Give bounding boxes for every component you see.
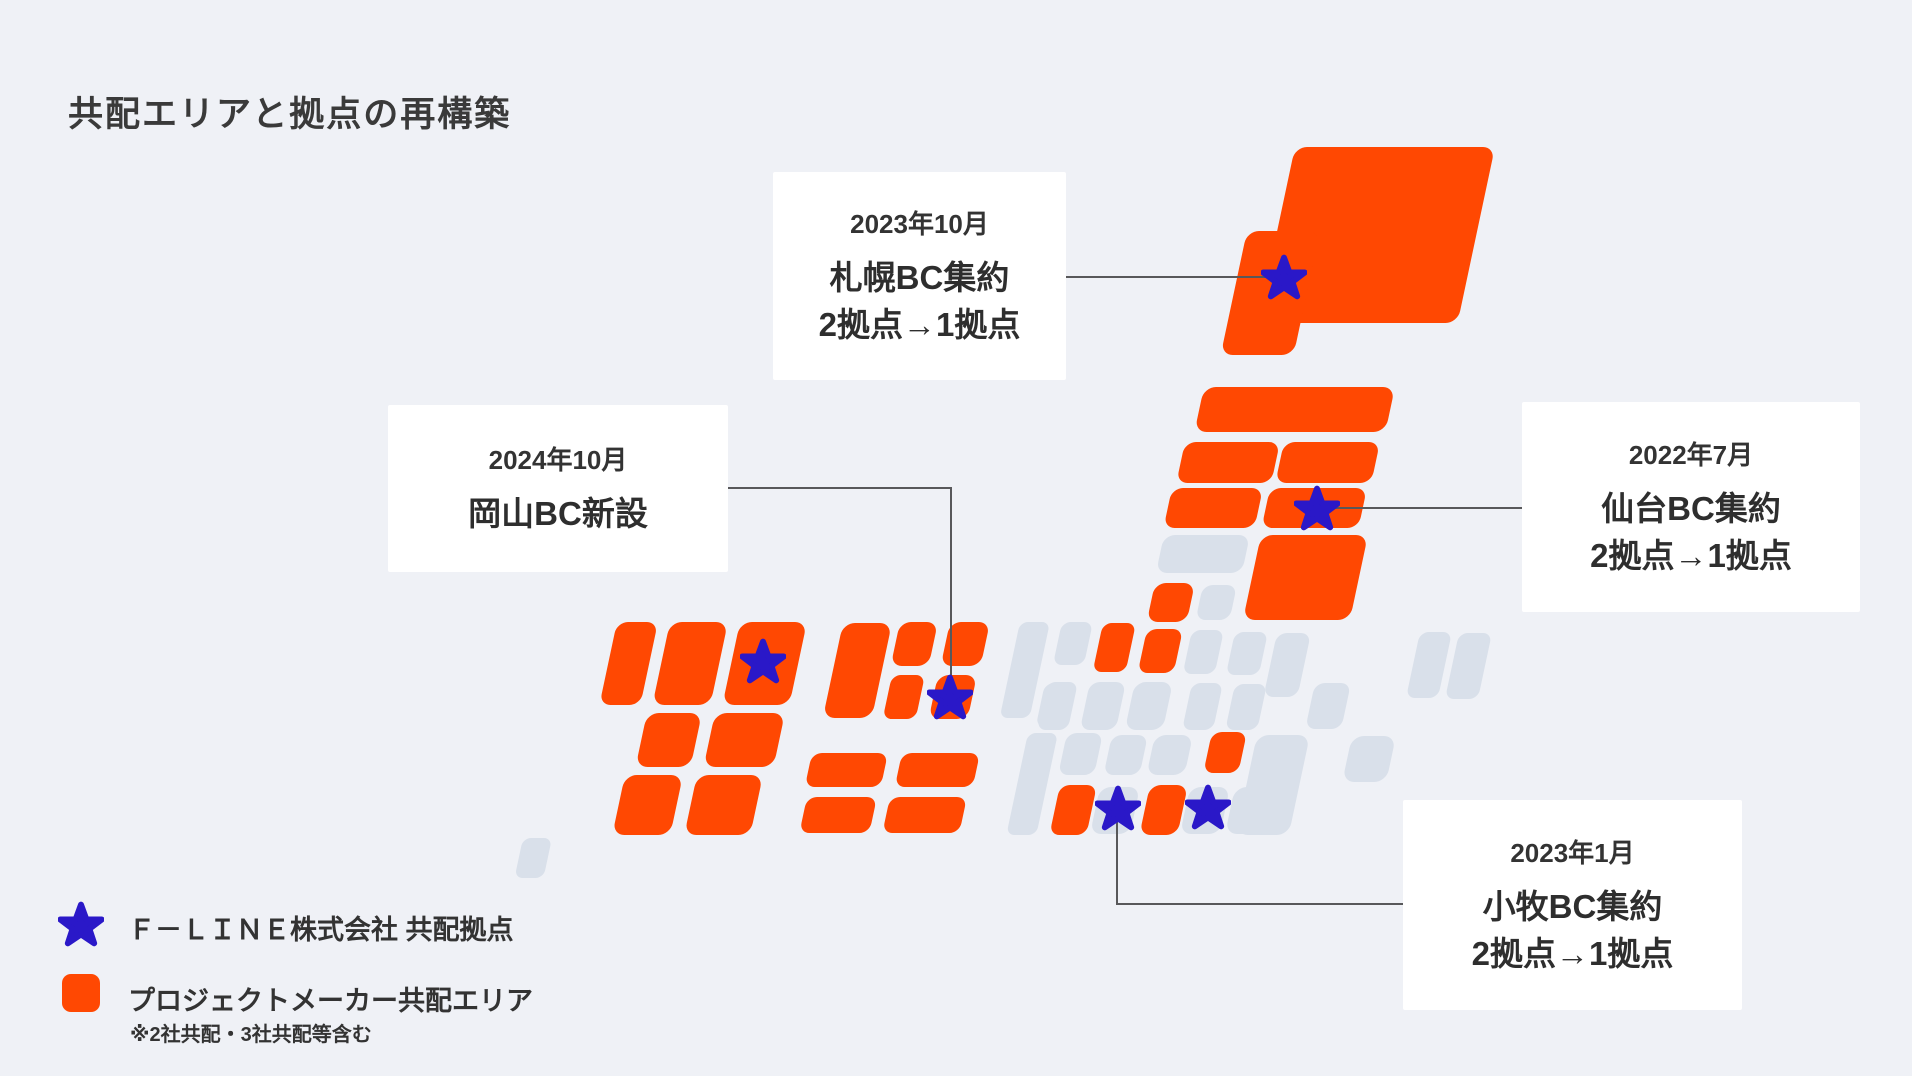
callout-date: 2022年7月 bbox=[1628, 439, 1754, 470]
map-block-gray bbox=[1124, 682, 1173, 730]
map-block-orange bbox=[1137, 629, 1183, 673]
map-block-orange bbox=[1203, 732, 1247, 773]
map-block-orange bbox=[612, 775, 683, 835]
map-block-orange bbox=[635, 713, 702, 767]
legend-area-note: ※2社共配・3社共配等含む bbox=[130, 1024, 372, 1046]
map-block-orange bbox=[1092, 623, 1136, 672]
map-block-gray bbox=[1263, 633, 1311, 697]
legend-star-icon bbox=[57, 901, 105, 952]
map-block-orange bbox=[1275, 442, 1380, 483]
map-block-gray bbox=[1155, 535, 1250, 573]
callout-text: 岡山BC新設 bbox=[468, 494, 648, 532]
map-block-gray bbox=[1103, 735, 1148, 775]
map-block-gray bbox=[1342, 736, 1396, 782]
callout-text: 2拠点→1拠点 bbox=[1471, 934, 1674, 972]
map-block-orange bbox=[652, 622, 728, 705]
map-block-gray bbox=[1225, 684, 1267, 730]
map-block-orange bbox=[1163, 488, 1263, 528]
callout-date: 2023年10月 bbox=[850, 208, 989, 239]
map-block-gray bbox=[1079, 682, 1126, 730]
callout-date: 2023年1月 bbox=[1510, 837, 1635, 868]
map-block-gray bbox=[1182, 683, 1223, 730]
connector-line bbox=[950, 487, 952, 692]
map-block-orange bbox=[703, 713, 785, 767]
map-block-orange bbox=[1194, 387, 1395, 432]
map-block-orange bbox=[1049, 785, 1097, 835]
base-star-icon-sendai bbox=[1294, 485, 1340, 531]
map-block-gray bbox=[1035, 683, 1077, 727]
page-title: 共配エリアと拠点の再構築 bbox=[68, 95, 512, 134]
map-block-gray bbox=[1195, 585, 1237, 620]
map-block-orange bbox=[894, 753, 980, 787]
callout-text: 仙台BC集約 bbox=[1601, 489, 1781, 527]
map-block-gray bbox=[1146, 735, 1193, 775]
map-block-gray bbox=[1182, 630, 1224, 674]
callout-text: 札幌BC集約 bbox=[829, 258, 1010, 296]
map-block-orange bbox=[1242, 535, 1368, 620]
map-block-gray bbox=[1052, 622, 1093, 665]
map-block-orange bbox=[882, 675, 925, 719]
map-block-orange bbox=[804, 753, 888, 787]
map-block-orange bbox=[684, 775, 763, 835]
base-star-icon-komaki-2 bbox=[1185, 784, 1231, 830]
callout-text: 小牧BC集約 bbox=[1482, 887, 1663, 925]
connector-line bbox=[1116, 903, 1405, 905]
connector-line bbox=[728, 487, 952, 489]
base-star-icon-komaki-1 bbox=[1095, 785, 1141, 831]
legend-star-label: Ｆ－ＬＩＮＥ株式会社 共配拠点 bbox=[128, 915, 514, 945]
map-block-orange bbox=[822, 623, 892, 718]
base-star-icon-kyushu bbox=[740, 638, 786, 684]
base-star-icon-sapporo bbox=[1261, 254, 1307, 300]
map-block-gray bbox=[514, 838, 552, 878]
map-block-orange bbox=[599, 622, 658, 705]
base-star-icon-okayama bbox=[927, 674, 973, 720]
connector-line bbox=[1320, 507, 1522, 509]
connector-line bbox=[1116, 813, 1118, 904]
callout-date: 2024年10月 bbox=[488, 444, 628, 475]
map-block-gray bbox=[1225, 632, 1268, 675]
map-block-gray bbox=[1058, 733, 1103, 775]
map-block-orange bbox=[1139, 785, 1188, 835]
map-block-gray bbox=[1405, 632, 1452, 698]
callout-text: 2拠点→1拠点 bbox=[1590, 536, 1792, 574]
map-block-orange bbox=[882, 797, 967, 833]
legend-area-swatch bbox=[62, 974, 100, 1012]
map-block-gray bbox=[1006, 733, 1058, 835]
map-block-gray bbox=[1305, 683, 1351, 729]
connector-line bbox=[1066, 276, 1282, 278]
legend-area-label: プロジェクトメーカー共配エリア bbox=[128, 986, 533, 1016]
callout-text: 2拠点→1拠点 bbox=[818, 305, 1021, 343]
map-block-orange bbox=[1146, 583, 1195, 622]
callout-sendai: 2022年7月仙台BC集約 2拠点→1拠点 bbox=[1522, 402, 1860, 612]
map-block-orange bbox=[1176, 442, 1280, 483]
map-block-orange bbox=[890, 622, 938, 666]
map-block-orange bbox=[940, 622, 990, 666]
map-block-gray bbox=[1444, 633, 1492, 699]
callout-okayama: 2024年10月岡山BC新設 bbox=[388, 405, 728, 572]
callout-sapporo: 2023年10月札幌BC集約 2拠点→1拠点 bbox=[773, 172, 1066, 380]
callout-komaki: 2023年1月小牧BC集約 2拠点→1拠点 bbox=[1403, 800, 1742, 1010]
map-block-orange bbox=[799, 797, 877, 833]
